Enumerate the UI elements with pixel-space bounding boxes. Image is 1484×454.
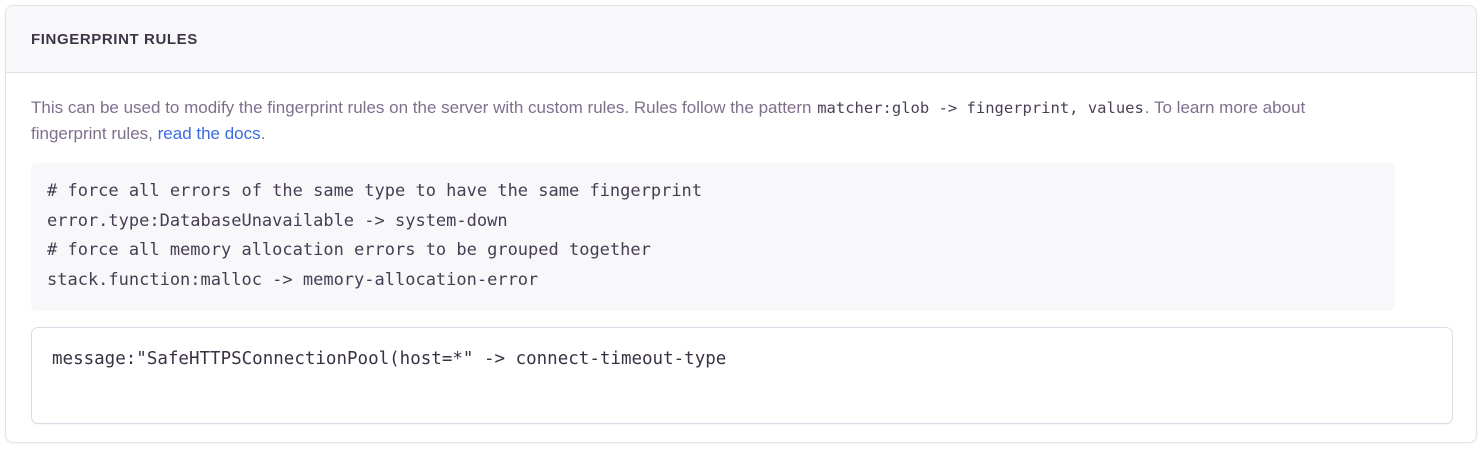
page-title: FINGERPRINT RULES	[31, 30, 198, 48]
inline-code-pattern: matcher:glob -> fingerprint, values	[817, 99, 1144, 117]
read-the-docs-link[interactable]: read the docs	[157, 124, 261, 143]
fingerprint-rules-input[interactable]	[31, 327, 1453, 424]
panel-header: FINGERPRINT RULES	[6, 6, 1476, 73]
fingerprint-rules-panel: FINGERPRINT RULES This can be used to mo…	[5, 5, 1477, 443]
panel-body: This can be used to modify the fingerpri…	[6, 73, 1476, 424]
panel-description: This can be used to modify the fingerpri…	[31, 95, 1381, 147]
example-rules-code-block: # force all errors of the same type to h…	[31, 163, 1395, 311]
description-text-part2: . To learn more about fingerprint rules,	[31, 98, 1306, 143]
description-text-part3: .	[260, 124, 266, 143]
description-text-part1: This can be used to modify the fingerpri…	[31, 98, 817, 117]
